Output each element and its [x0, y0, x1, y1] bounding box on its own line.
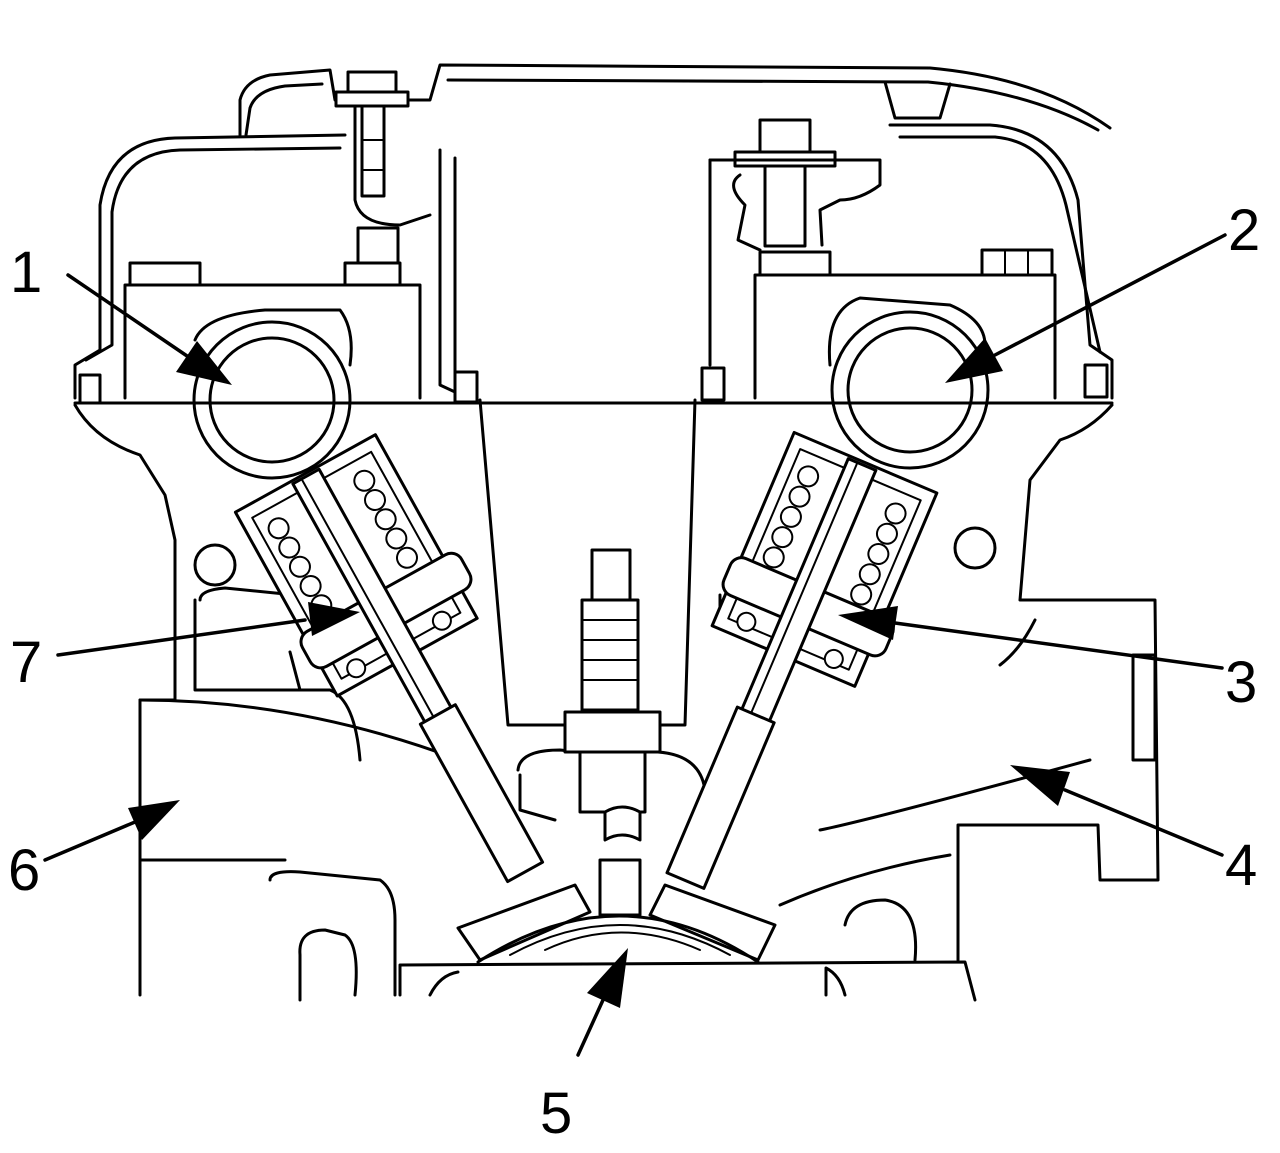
camshaft-carrier-right	[700, 248, 1109, 402]
leader-3	[893, 621, 1224, 670]
valve-cover	[73, 63, 1114, 400]
leader-7	[56, 618, 307, 657]
intake-valve-assembly	[233, 433, 592, 962]
callout-5: 5	[540, 1081, 572, 1146]
callout-leaders	[43, 233, 1227, 1057]
leader-6	[43, 820, 137, 862]
leader-6-arrowhead	[128, 800, 180, 840]
combustion-chamber	[476, 914, 760, 964]
callout-labels: 1 2 3 4 5 6 7	[8, 198, 1260, 1146]
callout-3: 3	[1225, 650, 1257, 715]
leader-7-arrowhead	[308, 602, 360, 636]
callout-1: 1	[10, 240, 42, 305]
callout-4: 4	[1225, 833, 1257, 898]
intake-camshaft	[192, 308, 353, 480]
camshaft-carrier-left	[78, 226, 422, 405]
leader-4	[1063, 788, 1224, 857]
leader-5	[576, 998, 605, 1057]
callout-6: 6	[8, 838, 40, 903]
callout-2: 2	[1228, 198, 1260, 263]
leader-1	[66, 273, 192, 360]
exhaust-camshaft	[827, 296, 990, 470]
leader-4-arrowhead	[1010, 765, 1070, 806]
leader-3-arrowhead	[838, 606, 898, 640]
exhaust-valve-assembly	[648, 430, 939, 962]
leader-1-arrowhead	[176, 341, 232, 385]
leader-5-arrowhead	[587, 948, 628, 1008]
leader-2	[993, 233, 1227, 357]
cover-bolt-right	[708, 118, 882, 367]
callout-7: 7	[10, 630, 42, 695]
spark-plug	[563, 548, 662, 917]
leader-2-arrowhead	[945, 338, 1003, 383]
exhaust-valve-spring	[736, 465, 907, 669]
cover-bolt-left	[334, 70, 432, 227]
